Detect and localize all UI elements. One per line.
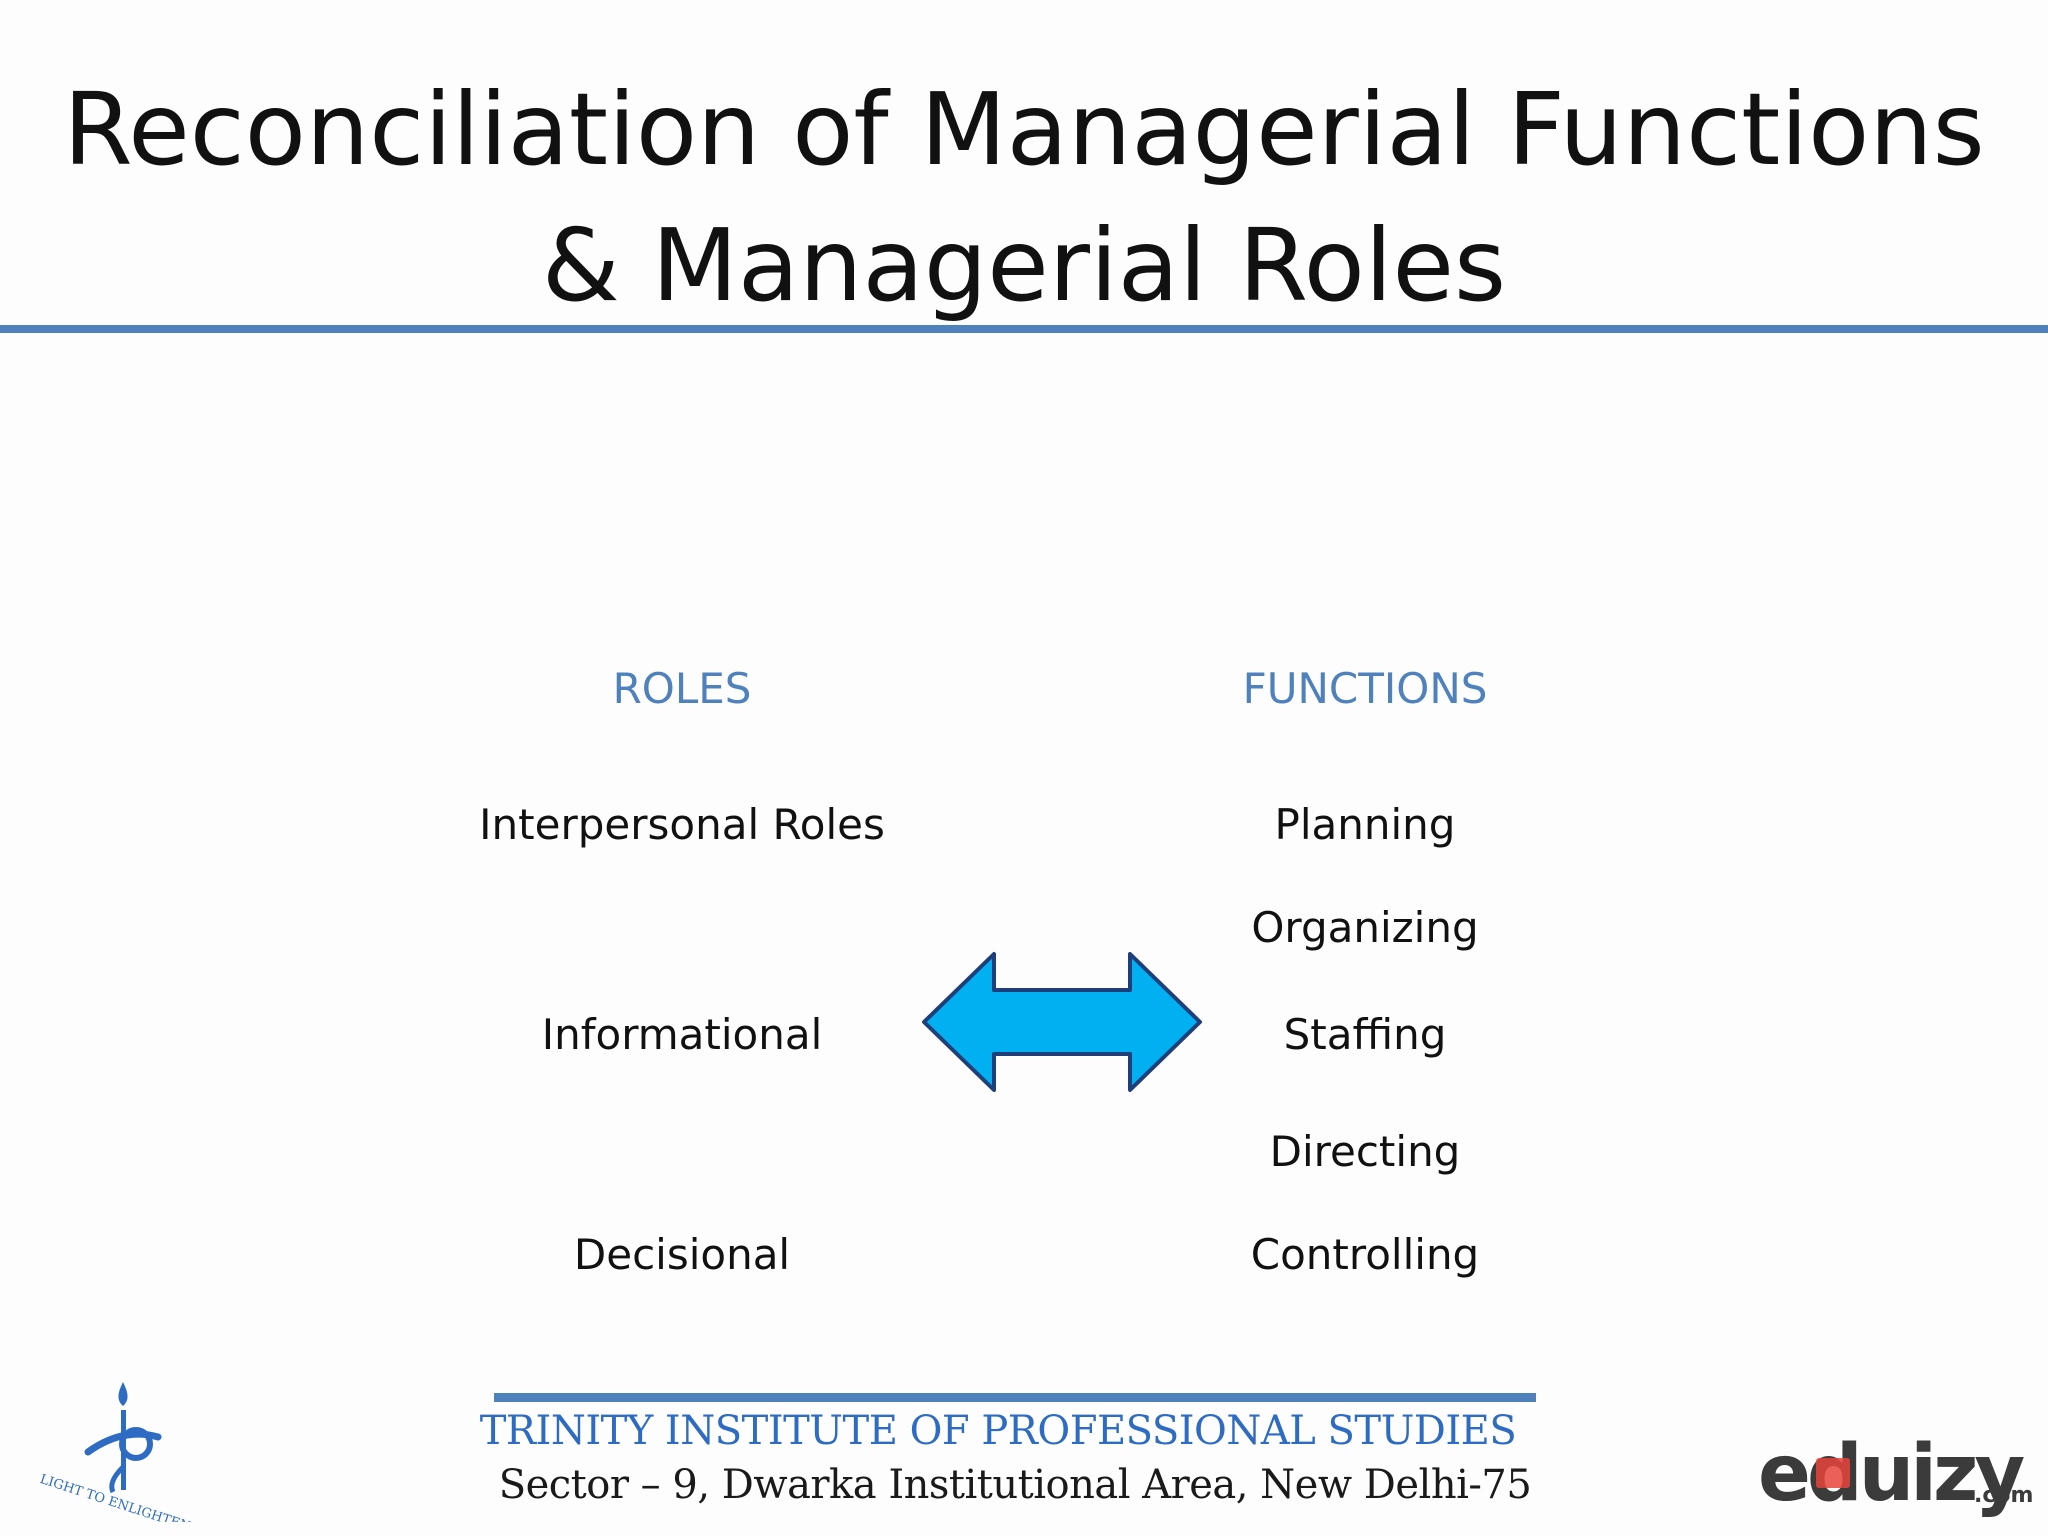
function-item-staffing: Staffing	[1283, 1010, 1447, 1059]
function-item-controlling: Controlling	[1250, 1230, 1480, 1279]
role-item-interpersonal: Interpersonal Roles	[479, 800, 885, 849]
double-headed-arrow-icon	[922, 952, 1202, 1092]
institute-address: Sector – 9, Dwarka Institutional Area, N…	[498, 1462, 1532, 1508]
role-item-informational: Informational	[541, 1010, 823, 1059]
function-item-organizing: Organizing	[1251, 903, 1479, 952]
title-divider	[0, 325, 2048, 333]
institute-logo-icon: LIGHT TO ENLIGHTEN	[38, 1382, 192, 1522]
slide-title: Reconciliation of Managerial Functions &…	[0, 62, 2048, 334]
eduizy-logo-icon: eduizy .com	[1758, 1430, 2032, 1519]
slide-title-line2: & Managerial Roles	[541, 207, 1507, 324]
institute-name: TRINITY INSTITUTE OF PROFESSIONAL STUDIE…	[479, 1408, 1517, 1454]
logo-brand-text: eduizy	[1758, 1430, 2024, 1519]
roles-heading: ROLES	[612, 664, 752, 713]
function-item-planning: Planning	[1274, 800, 1456, 849]
footer-divider	[494, 1393, 1536, 1402]
slide-title-line1: Reconciliation of Managerial Functions	[63, 71, 1985, 188]
role-item-decisional: Decisional	[573, 1230, 791, 1279]
logo-brand-suffix: .com	[1974, 1483, 2032, 1508]
function-item-directing: Directing	[1269, 1127, 1461, 1176]
functions-heading: FUNCTIONS	[1242, 664, 1488, 713]
